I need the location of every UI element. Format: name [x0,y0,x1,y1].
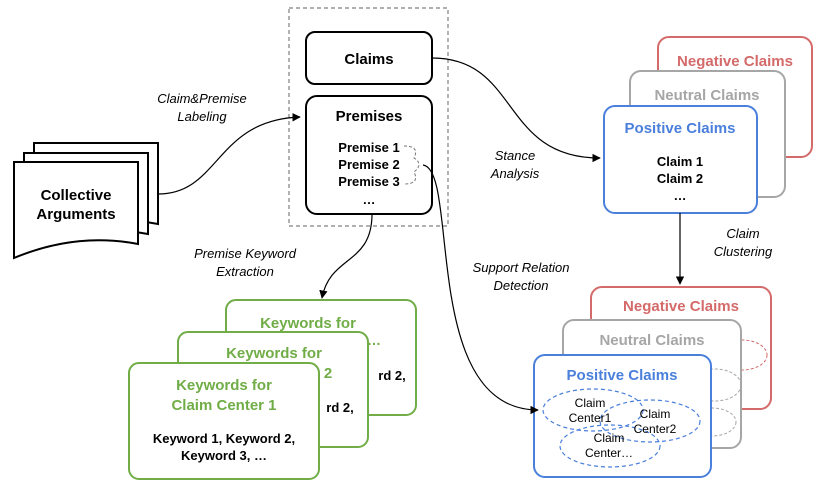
collective-label-line2: Arguments [36,206,115,223]
labeling-label-line1: Claim&Premise [157,91,247,106]
stance-label-line1: Stance [495,148,535,163]
keywords-back-body: rd 2, [378,368,405,383]
collective-label-line1: Collective [41,187,112,204]
premises-title: Premises [336,108,403,125]
stance-positive-label: Positive Claims [625,120,736,137]
keyword-label-line2: Extraction [216,264,274,279]
claim-center-2-ellipse [599,399,701,443]
support-relation-arrow [422,164,539,415]
clustering-label-line1: Claim [726,226,759,241]
cluster-stack: Negative Claims Neutral Claims Positive … [533,286,772,478]
stance-claim-1: Claim 1 [657,154,703,169]
claim-center-2-line1: Claim [640,407,671,421]
keywords-front-body-line2: Keyword 3, … [181,448,267,463]
support-label-line2: Detection [494,278,549,293]
keywords-mid-body: rd 2, [326,400,353,415]
premises-node: Premises Premise 1 Premise 2 Premise 3 … [305,95,433,215]
stance-claim-more: … [674,188,687,203]
keywords-mid-fragment: 2 [324,365,332,382]
labeling-label-line2: Labeling [177,109,227,124]
cluster-positive-box [533,354,712,478]
claim-center-1-line1: Claim [575,396,606,410]
stance-claim-2: Claim 2 [657,171,703,186]
claim-center-3-line1: Claim [594,431,625,445]
keywords-front-title-line1: Keywords for [176,377,272,394]
keywords-front-body-line1: Keyword 1, Keyword 2, [153,431,295,446]
stance-stack: Negative Claims Neutral Claims Positive … [603,36,813,214]
keyword-extraction-arrow [319,213,373,299]
claims-node: Claims [305,31,433,85]
premise-item-3: Premise 3 [338,174,399,189]
keywords-stack: Keywords for … rd 2, Keywords for 2 rd 2… [128,299,417,480]
claim-center-1-ellipse [542,388,644,432]
keywords-front-box [128,362,320,480]
premises-box [305,95,433,215]
claim-center-3-ellipse [559,424,661,468]
premise-item-more: … [363,192,376,207]
labeling-arrow [157,113,301,195]
keyword-label-line1: Premise Keyword [194,246,297,261]
document-shape-front [13,161,139,260]
stance-negative-label: Negative Claims [677,53,793,70]
claims-title: Claims [344,51,393,68]
stance-neutral-label: Neutral Claims [654,87,759,104]
premise-item-2: Premise 2 [338,157,399,172]
claim-center-1-line2: Center1 [569,411,612,425]
keywords-back-trailing: … [367,332,381,348]
keywords-mid-title: Keywords for [226,345,322,362]
claim-center-3-line2: Center… [585,446,633,460]
keywords-front-title-line2: Claim Center 1 [171,397,276,414]
stance-arrow [431,57,601,163]
support-label-line1: Support Relation [473,260,570,275]
claim-center-2-line2: Center2 [634,422,677,436]
clustering-label-line2: Clustering [714,244,773,259]
cluster-neutral-label: Neutral Claims [599,332,704,349]
cluster-negative-label: Negative Claims [623,298,739,315]
stance-label-line2: Analysis [490,166,540,181]
labeling-output-frame [288,7,449,227]
collective-arguments-node: Collective Arguments [13,142,159,260]
keywords-back-title: Keywords for [260,315,356,332]
premise-item-1: Premise 1 [338,140,399,155]
cluster-positive-label: Positive Claims [567,367,678,384]
premise-bracket [403,145,420,185]
